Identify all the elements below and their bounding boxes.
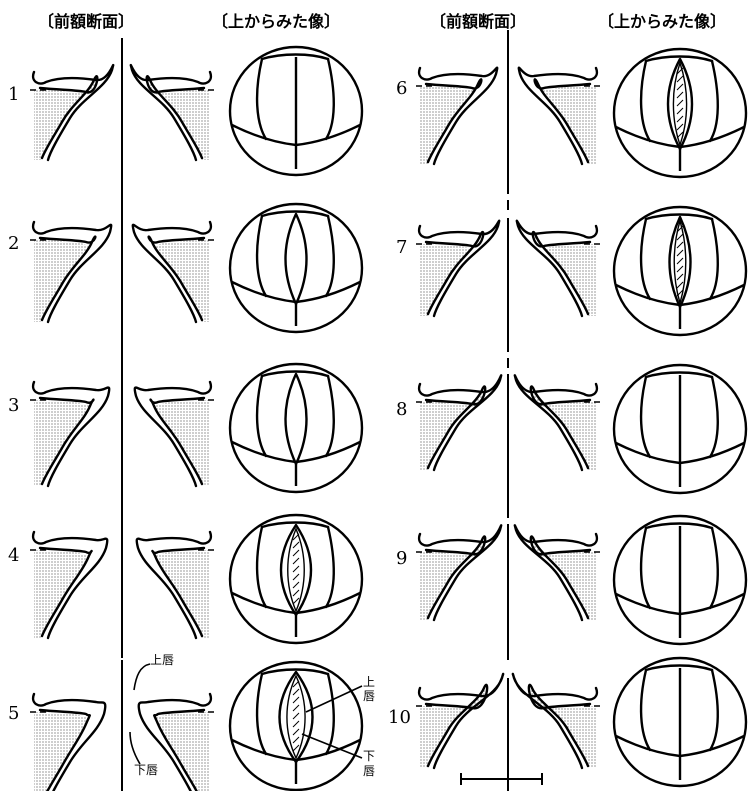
row-number: 8 xyxy=(396,399,407,420)
fold-boundary-left xyxy=(257,216,266,296)
header-frontal-section-right: 〔前額断面〕 xyxy=(430,8,526,32)
leader-upper-lip xyxy=(134,664,150,690)
fold-boundary-right xyxy=(326,59,334,139)
label-upper-lip-v2: 唇 xyxy=(363,690,375,703)
fold-tissue-shading xyxy=(34,550,90,638)
label-lower-lip-v2: 唇 xyxy=(363,765,375,778)
label-lower-lip-v1: 下 xyxy=(363,750,375,763)
fold-boundary-left xyxy=(641,61,650,141)
fold-tissue-shading xyxy=(154,550,210,638)
fold-boundary-left xyxy=(641,377,650,457)
header-frontal-section-left: 〔前額断面〕 xyxy=(38,8,134,32)
row-number: 1 xyxy=(8,84,19,105)
fold-boundary-left xyxy=(257,59,266,139)
label-lower-lip: 下唇 xyxy=(134,764,158,777)
fold-tissue-shading xyxy=(153,400,210,486)
row-number: 6 xyxy=(396,78,407,99)
fold-boundary-right xyxy=(326,376,334,456)
leader-lower-lip xyxy=(130,732,140,764)
fold-boundary-right xyxy=(326,527,334,607)
row-number: 5 xyxy=(8,703,19,724)
fold-boundary-right xyxy=(710,528,718,608)
row-number: 2 xyxy=(8,233,19,254)
fold-boundary-right xyxy=(326,674,334,754)
glottis-opening xyxy=(286,214,307,304)
label-upper-lip: 上唇 xyxy=(150,654,174,667)
fold-tissue-shading xyxy=(34,400,91,486)
glottis-vibrating-edge xyxy=(288,529,305,611)
fold-boundary-left xyxy=(257,376,266,456)
row-number: 3 xyxy=(8,395,19,416)
fold-boundary-right xyxy=(710,377,718,457)
fold-boundary-left xyxy=(641,670,650,750)
fold-boundary-right xyxy=(710,61,718,141)
glottis-vibrating-edge xyxy=(287,676,305,758)
fold-boundary-right xyxy=(710,670,718,750)
row-number: 7 xyxy=(396,237,407,258)
fold-boundary-left xyxy=(641,219,650,299)
fold-boundary-left xyxy=(257,527,266,607)
header-top-view-left: 〔上からみた像〕 xyxy=(212,8,340,32)
row-number: 4 xyxy=(8,545,19,566)
fold-boundary-left xyxy=(641,528,650,608)
fold-boundary-left xyxy=(257,674,266,754)
row-number: 9 xyxy=(396,548,407,569)
label-upper-lip-v1: 上 xyxy=(363,676,375,689)
header-top-view-right: 〔上からみた像〕 xyxy=(598,8,726,32)
glottis-vibrating-edge xyxy=(673,63,686,145)
fold-boundary-right xyxy=(326,216,334,296)
glottis-vibrating-edge xyxy=(674,221,686,303)
row-number: 10 xyxy=(388,707,411,728)
glottis-opening xyxy=(286,374,307,464)
fold-boundary-right xyxy=(710,219,718,299)
